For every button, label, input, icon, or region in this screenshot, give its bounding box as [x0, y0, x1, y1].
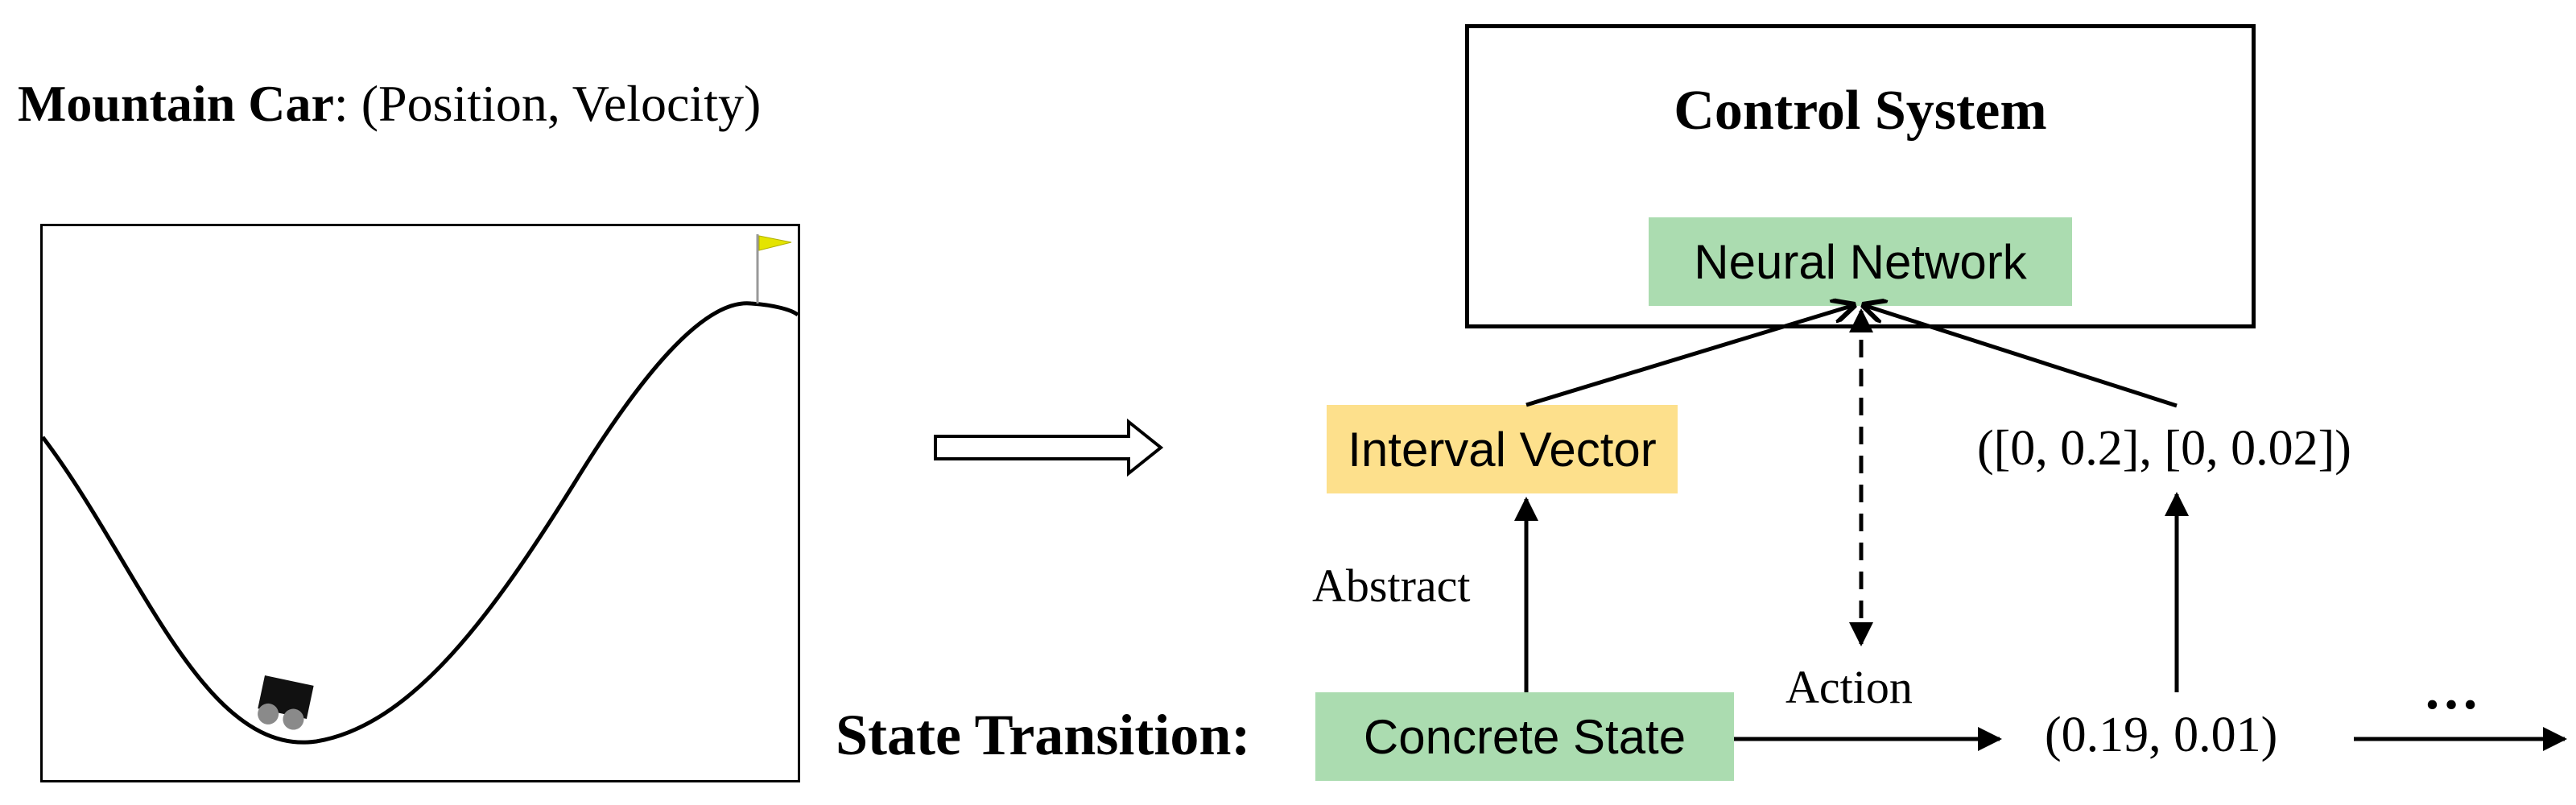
state-transition-label: State Transition:: [836, 703, 1251, 767]
implies-arrow-icon: [934, 418, 1164, 477]
state-value: (0.19, 0.01): [2045, 708, 2278, 762]
flag-icon: [758, 235, 792, 251]
interval-value: ([0, 0.2], [0, 0.02]): [1977, 421, 2351, 476]
mountain-car-frame: [40, 224, 800, 782]
mountain-car-title-bold: Mountain Car: [18, 75, 334, 132]
mountain-car-scene: [43, 234, 798, 745]
mountain-curve: [43, 301, 798, 745]
car-icon: [258, 675, 314, 730]
concrete-state-box: Concrete State: [1315, 692, 1734, 781]
mountain-car-title-rest: : (Position, Velocity): [333, 75, 762, 132]
control-system-title: Control System: [1674, 80, 2047, 142]
action-label: Action: [1785, 661, 1913, 713]
neural-network-box: Neural Network: [1649, 217, 2072, 306]
arrow-value-to-nn: [1866, 306, 2178, 408]
abstract-label: Abstract: [1312, 559, 1471, 612]
ellipsis: …: [2423, 659, 2483, 721]
mountain-car-title: Mountain Car: (Position, Velocity): [18, 74, 761, 134]
arrow-interval-to-nn: [1525, 306, 1852, 407]
interval-vector-box: Interval Vector: [1327, 405, 1678, 493]
